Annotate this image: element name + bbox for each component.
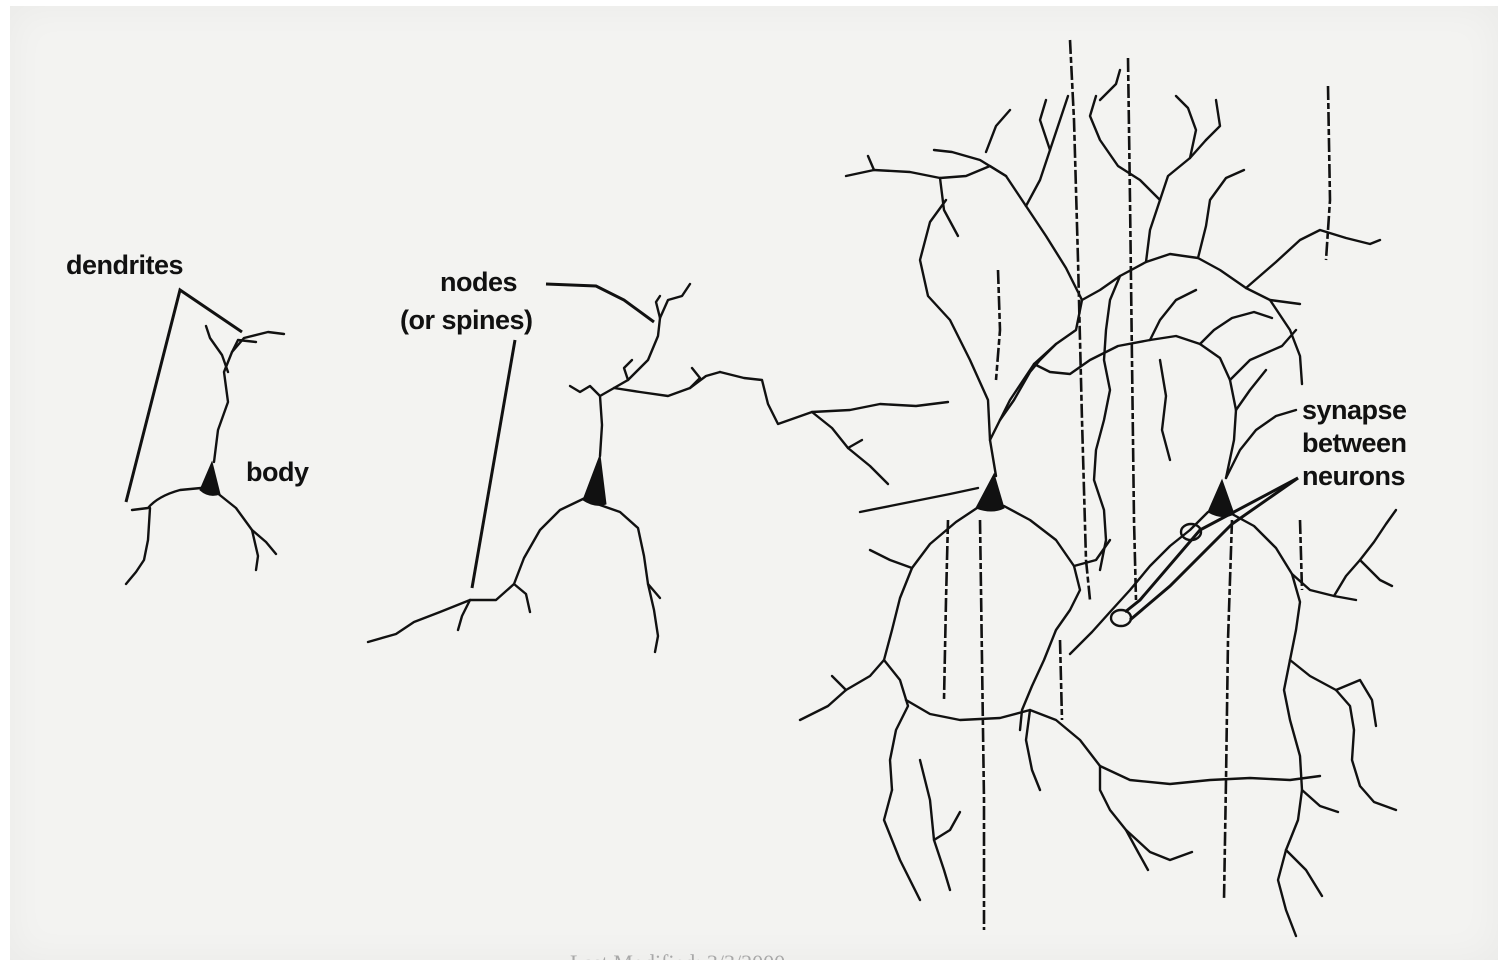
network-neuron-right-body (1208, 480, 1234, 517)
synapse-label-line-2: between (1302, 427, 1407, 460)
synapse-marker-lower (1111, 610, 1131, 626)
dendrites-label: dendrites (66, 252, 183, 279)
neuron-simple-body (200, 462, 220, 495)
neuron-spiny-body (583, 455, 606, 505)
body-label: body (246, 459, 309, 486)
nodes-leader-line (546, 284, 654, 322)
synapse-label-line-3: neurons (1302, 460, 1407, 493)
last-modified-footer: Last Modified: 3/3/2000 (570, 950, 785, 960)
spines-leader-line (472, 340, 515, 588)
neuron-simple (126, 326, 284, 584)
dendrites-leader-line (126, 290, 242, 502)
spines-label: (or spines) (400, 307, 533, 334)
synapse-label: synapse between neurons (1302, 394, 1407, 493)
neuron-spiny (368, 284, 948, 652)
synapse-label-line-1: synapse (1302, 394, 1407, 427)
nodes-label: nodes (440, 269, 517, 296)
